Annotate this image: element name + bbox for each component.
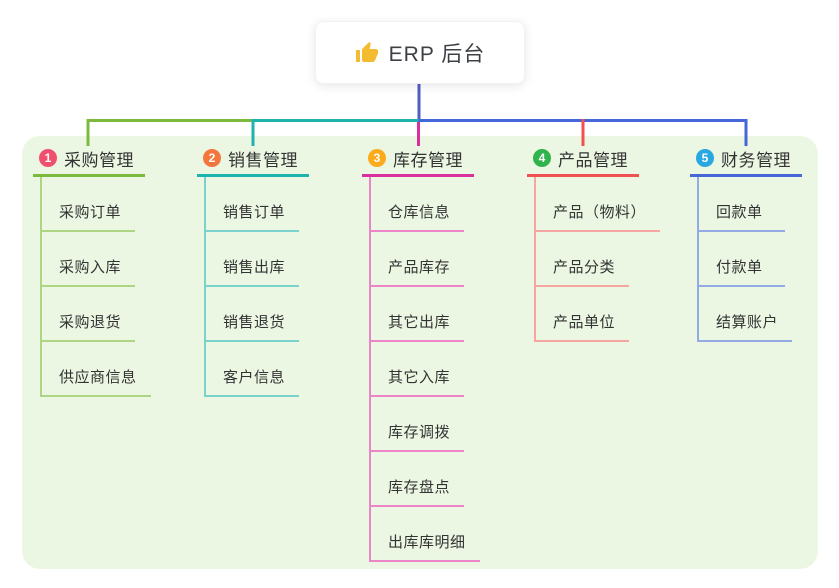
child-label: 产品分类 [553, 259, 616, 276]
child-node[interactable]: 产品单位 [536, 287, 630, 342]
child-label: 其它入库 [388, 369, 451, 386]
branch-finance: 5 财务管理 回款单 付款单 结算账户 [690, 146, 822, 342]
branch-number-badge: 3 [368, 149, 386, 167]
branch-number-badge: 2 [203, 149, 221, 167]
branch-purchase: 1 采购管理 采购订单 采购入库 采购退货 供应商信息 [33, 146, 165, 397]
child-node[interactable]: 采购订单 [42, 177, 136, 232]
child-node[interactable]: 库存盘点 [371, 452, 465, 507]
branch-children: 产品（物料） 产品分类 产品单位 [534, 177, 661, 342]
branch-number-badge: 4 [533, 149, 551, 167]
child-node[interactable]: 采购退货 [42, 287, 136, 342]
child-label: 仓库信息 [388, 204, 451, 221]
child-node[interactable]: 仓库信息 [371, 177, 465, 232]
child-label: 其它出库 [388, 314, 451, 331]
child-node[interactable]: 供应商信息 [42, 342, 151, 397]
branch-topic-inventory[interactable]: 3 库存管理 [362, 146, 474, 177]
child-label: 结算账户 [716, 314, 779, 331]
child-node[interactable]: 库存调拨 [371, 397, 465, 452]
child-node[interactable]: 产品（物料） [536, 177, 661, 232]
child-node[interactable]: 产品分类 [536, 232, 630, 287]
child-label: 库存调拨 [388, 424, 451, 441]
root-title: ERP 后台 [388, 42, 486, 66]
child-node[interactable]: 其它出库 [371, 287, 465, 342]
branch-topic-product[interactable]: 4 产品管理 [527, 146, 639, 177]
child-label: 采购订单 [59, 204, 122, 221]
branch-title: 采购管理 [64, 150, 134, 170]
child-label: 产品单位 [553, 314, 616, 331]
child-label: 付款单 [716, 259, 763, 276]
child-node[interactable]: 销售出库 [206, 232, 300, 287]
child-label: 采购退货 [59, 314, 122, 331]
child-node[interactable]: 其它入库 [371, 342, 465, 397]
child-label: 客户信息 [223, 369, 286, 386]
child-node[interactable]: 销售退货 [206, 287, 300, 342]
child-label: 产品（物料） [553, 204, 647, 221]
child-node[interactable]: 产品库存 [371, 232, 465, 287]
child-node[interactable]: 出库库明细 [371, 507, 480, 562]
branches-panel [22, 136, 818, 569]
branch-topic-sales[interactable]: 2 销售管理 [197, 146, 309, 177]
branch-sales: 2 销售管理 销售订单 销售出库 销售退货 客户信息 [197, 146, 329, 397]
branch-topic-finance[interactable]: 5 财务管理 [690, 146, 802, 177]
child-label: 销售订单 [223, 204, 286, 221]
child-label: 回款单 [716, 204, 763, 221]
child-label: 库存盘点 [388, 479, 451, 496]
branch-number-badge: 5 [696, 149, 714, 167]
branch-children: 回款单 付款单 结算账户 [697, 177, 793, 342]
branch-children: 销售订单 销售出库 销售退货 客户信息 [204, 177, 300, 397]
branch-number-badge: 1 [39, 149, 57, 167]
child-label: 产品库存 [388, 259, 451, 276]
child-label: 出库库明细 [388, 534, 466, 551]
branch-inventory: 3 库存管理 仓库信息 产品库存 其它出库 其它入库 库存调拨 库存盘点 出库库… [362, 146, 494, 562]
branch-title: 库存管理 [393, 150, 463, 170]
child-label: 销售出库 [223, 259, 286, 276]
branch-title: 销售管理 [228, 150, 298, 170]
branch-children: 仓库信息 产品库存 其它出库 其它入库 库存调拨 库存盘点 出库库明细 [369, 177, 480, 562]
branch-product: 4 产品管理 产品（物料） 产品分类 产品单位 [527, 146, 661, 342]
branch-children: 采购订单 采购入库 采购退货 供应商信息 [40, 177, 151, 397]
root-node[interactable]: ERP 后台 [315, 21, 525, 84]
child-node[interactable]: 客户信息 [206, 342, 300, 397]
child-label: 销售退货 [223, 314, 286, 331]
branch-title: 产品管理 [558, 150, 628, 170]
branch-topic-purchase[interactable]: 1 采购管理 [33, 146, 145, 177]
child-node[interactable]: 回款单 [699, 177, 785, 232]
child-node[interactable]: 销售订单 [206, 177, 300, 232]
thumbs-up-icon [355, 41, 378, 62]
child-node[interactable]: 结算账户 [699, 287, 793, 342]
branch-title: 财务管理 [721, 150, 791, 170]
child-label: 供应商信息 [59, 369, 137, 386]
child-label: 采购入库 [59, 259, 122, 276]
child-node[interactable]: 采购入库 [42, 232, 136, 287]
child-node[interactable]: 付款单 [699, 232, 785, 287]
